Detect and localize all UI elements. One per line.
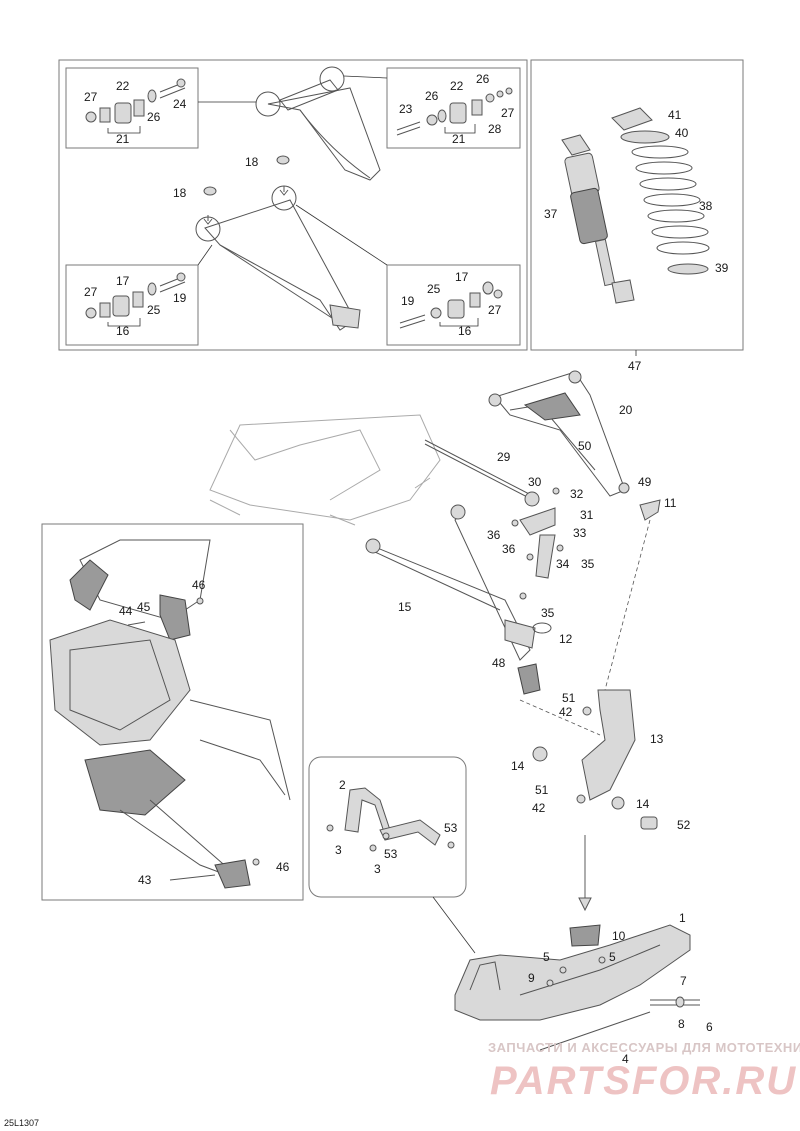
callout-41: 41 (668, 108, 682, 122)
callout-18: 18 (173, 186, 187, 200)
lower-right-hardware (399, 281, 503, 329)
callout-50: 50 (578, 439, 592, 453)
callout-29: 29 (497, 450, 511, 464)
callout-18: 18 (245, 155, 259, 169)
callout-25: 25 (147, 303, 161, 317)
callout-46: 46 (192, 578, 206, 592)
callout-14: 14 (636, 797, 650, 811)
callout-27: 27 (84, 285, 98, 299)
lower-right-hardware-box (386, 264, 521, 346)
upper-left-hardware (85, 78, 186, 134)
callout-31: 31 (580, 508, 594, 522)
callout-7: 7 (680, 974, 687, 988)
callout-52: 52 (677, 818, 691, 832)
callout-40: 40 (675, 126, 689, 140)
callout-51: 51 (535, 783, 549, 797)
frame-illustration (49, 539, 291, 889)
callout-22: 22 (450, 79, 464, 93)
callout-38: 38 (699, 199, 713, 213)
callout-26: 26 (425, 89, 439, 103)
callout-42: 42 (559, 705, 573, 719)
watermark-logo: PARTSFOR.RU (490, 1059, 797, 1103)
callout-53: 53 (444, 821, 458, 835)
callout-3: 3 (335, 843, 342, 857)
callout-22: 22 (116, 79, 130, 93)
callout-3: 3 (374, 862, 381, 876)
shock-illustration (561, 107, 710, 356)
shock-detail-box (530, 59, 744, 351)
frame-detail-box (41, 523, 304, 901)
callout-37: 37 (544, 207, 558, 221)
callout-11: 11 (664, 496, 677, 510)
callout-5: 5 (609, 950, 616, 964)
callout-6: 6 (706, 1020, 713, 1034)
callout-53: 53 (384, 847, 398, 861)
watermark-subtitle: ЗАПЧАСТИ И АКСЕССУАРЫ ДЛЯ МОТОТЕХНИКИ (488, 1040, 800, 1055)
upper-right-hardware (396, 87, 513, 136)
callout-27: 27 (501, 106, 515, 120)
callout-21: 21 (452, 132, 466, 146)
callout-46: 46 (276, 860, 290, 874)
callout-1: 1 (679, 911, 686, 925)
callout-19: 19 (401, 294, 415, 308)
callout-23: 23 (399, 102, 413, 116)
callout-14: 14 (511, 759, 525, 773)
callout-26: 26 (476, 72, 490, 86)
callout-27: 27 (488, 303, 502, 317)
callout-24: 24 (173, 97, 187, 111)
callout-28: 28 (488, 122, 502, 136)
callout-36: 36 (487, 528, 501, 542)
callout-17: 17 (455, 270, 469, 284)
upper-left-hardware-box (65, 67, 199, 149)
callout-43: 43 (138, 873, 152, 887)
main-assembly-illustration (209, 370, 661, 912)
callout-17: 17 (116, 274, 130, 288)
callout-42: 42 (532, 801, 546, 815)
ski-handle-detail-box (308, 756, 467, 898)
callout-33: 33 (573, 526, 587, 540)
callout-35: 35 (581, 557, 595, 571)
callout-5: 5 (543, 950, 550, 964)
callout-4: 4 (622, 1052, 629, 1066)
callout-25: 25 (427, 282, 441, 296)
callout-2: 2 (339, 778, 346, 792)
callout-27: 27 (84, 90, 98, 104)
callout-30: 30 (528, 475, 542, 489)
callout-47: 47 (628, 359, 642, 373)
callout-16: 16 (116, 324, 130, 338)
ski-handle-illustration (326, 787, 476, 954)
callout-labels: 27 22 26 24 21 26 22 26 23 27 28 21 18 1… (84, 72, 729, 1066)
callout-19: 19 (173, 291, 187, 305)
callout-34: 34 (556, 557, 570, 571)
watermark: ЗАПЧАСТИ И АКСЕССУАРЫ ДЛЯ МОТОТЕХНИКИ PA… (488, 1040, 800, 1103)
diagram-code: 25L1307 (4, 1118, 39, 1128)
callout-35: 35 (541, 606, 555, 620)
callout-15: 15 (398, 600, 412, 614)
callout-12: 12 (559, 632, 573, 646)
callout-8: 8 (678, 1017, 685, 1031)
callout-20: 20 (619, 403, 633, 417)
callout-48: 48 (492, 656, 506, 670)
callout-16: 16 (458, 324, 472, 338)
a-arm-illustration (195, 66, 388, 331)
callout-51: 51 (562, 691, 576, 705)
a-arm-detail-box (58, 59, 528, 351)
callout-45: 45 (137, 600, 151, 614)
callout-21: 21 (116, 132, 130, 146)
callout-9: 9 (528, 971, 535, 985)
callout-36: 36 (502, 542, 516, 556)
ski-illustration (454, 924, 700, 1051)
upper-right-hardware-box (386, 67, 521, 149)
callout-49: 49 (638, 475, 652, 489)
frame-boxes (41, 59, 744, 901)
callout-39: 39 (715, 261, 729, 275)
callout-13: 13 (650, 732, 664, 746)
lower-left-hardware-box (65, 264, 199, 346)
callout-10: 10 (612, 929, 626, 943)
lower-left-hardware (85, 272, 186, 327)
callout-26: 26 (147, 110, 161, 124)
callout-44: 44 (119, 604, 133, 618)
callout-32: 32 (570, 487, 584, 501)
